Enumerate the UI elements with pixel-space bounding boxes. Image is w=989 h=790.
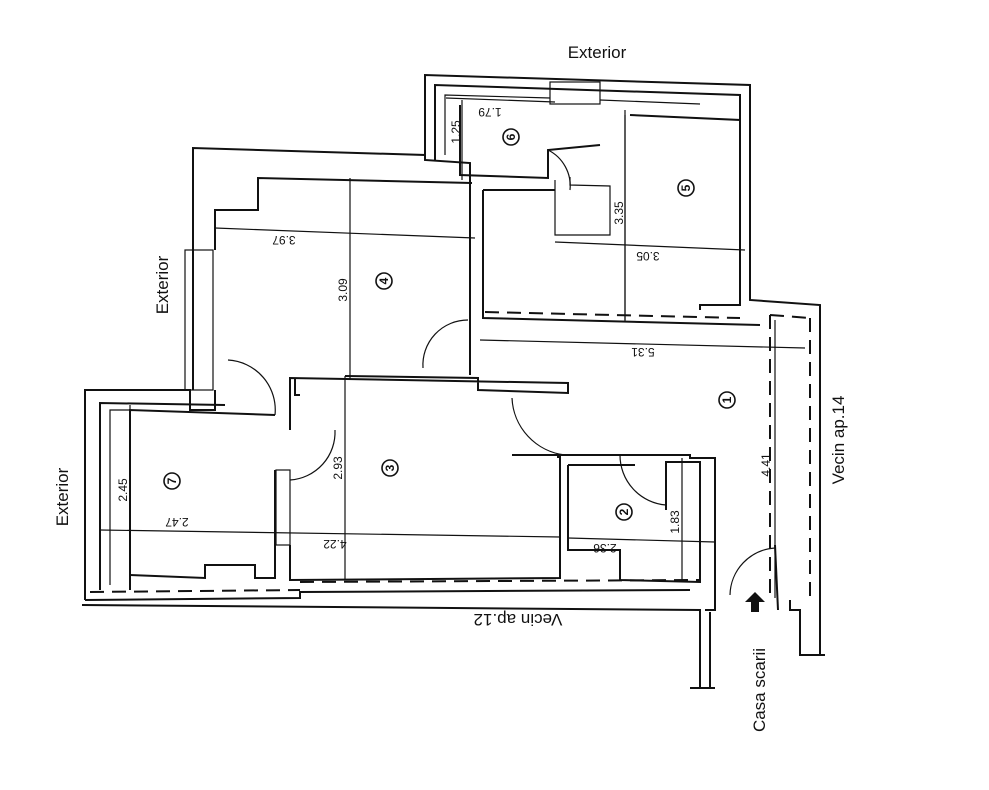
room-6-marker: 6	[502, 128, 520, 146]
label-staircase: Casa scarii	[750, 648, 769, 732]
label-exterior-left-lower: Exterior	[53, 467, 72, 526]
dim-r5-height: 3.35	[612, 201, 626, 225]
dim-r3-height: 2.93	[331, 456, 345, 480]
dim-r5-width: 3.05	[636, 249, 660, 263]
room-3-marker: 3	[381, 459, 399, 477]
dim-r7-height: 2.45	[116, 478, 130, 502]
room-2-number: 2	[617, 508, 631, 515]
dim-r2-width: 2.36	[593, 541, 617, 555]
dim-r2-height: 1.83	[668, 510, 682, 534]
entrance-arrow-icon	[745, 592, 765, 612]
dim-r6-width: 1.79	[478, 105, 502, 119]
dim-r7-width: 2.47	[165, 515, 189, 529]
label-neighbor-bottom: Vecin ap.12	[474, 610, 563, 629]
door-swings	[227, 149, 776, 596]
walls	[81, 73, 825, 689]
room-4-marker: 4	[375, 272, 393, 290]
dim-r6-height: 1.25	[449, 120, 463, 144]
label-exterior-left-upper: Exterior	[153, 255, 172, 314]
room-1-number: 1	[720, 396, 734, 403]
room-7-number: 7	[165, 477, 179, 484]
room-3-number: 3	[383, 464, 397, 471]
label-exterior-top: Exterior	[568, 43, 627, 62]
dim-r1-width: 5.31	[631, 345, 655, 359]
dim-r3-width: 4.22	[323, 537, 347, 551]
room-7-marker: 7	[163, 472, 181, 490]
room-2-marker: 2	[615, 503, 633, 521]
dimension-lines	[99, 97, 806, 598]
room-5-number: 5	[679, 184, 693, 191]
room-1-marker: 1	[718, 391, 736, 409]
dim-r4-height: 3.09	[336, 278, 350, 302]
dim-r4-width: 3.97	[272, 233, 296, 247]
label-neighbor-right: Vecin ap.14	[829, 396, 848, 485]
dim-r1-height: 4.41	[759, 453, 773, 477]
room-6-number: 6	[504, 133, 518, 140]
room-4-number: 4	[377, 277, 391, 284]
room-5-marker: 5	[677, 179, 695, 197]
